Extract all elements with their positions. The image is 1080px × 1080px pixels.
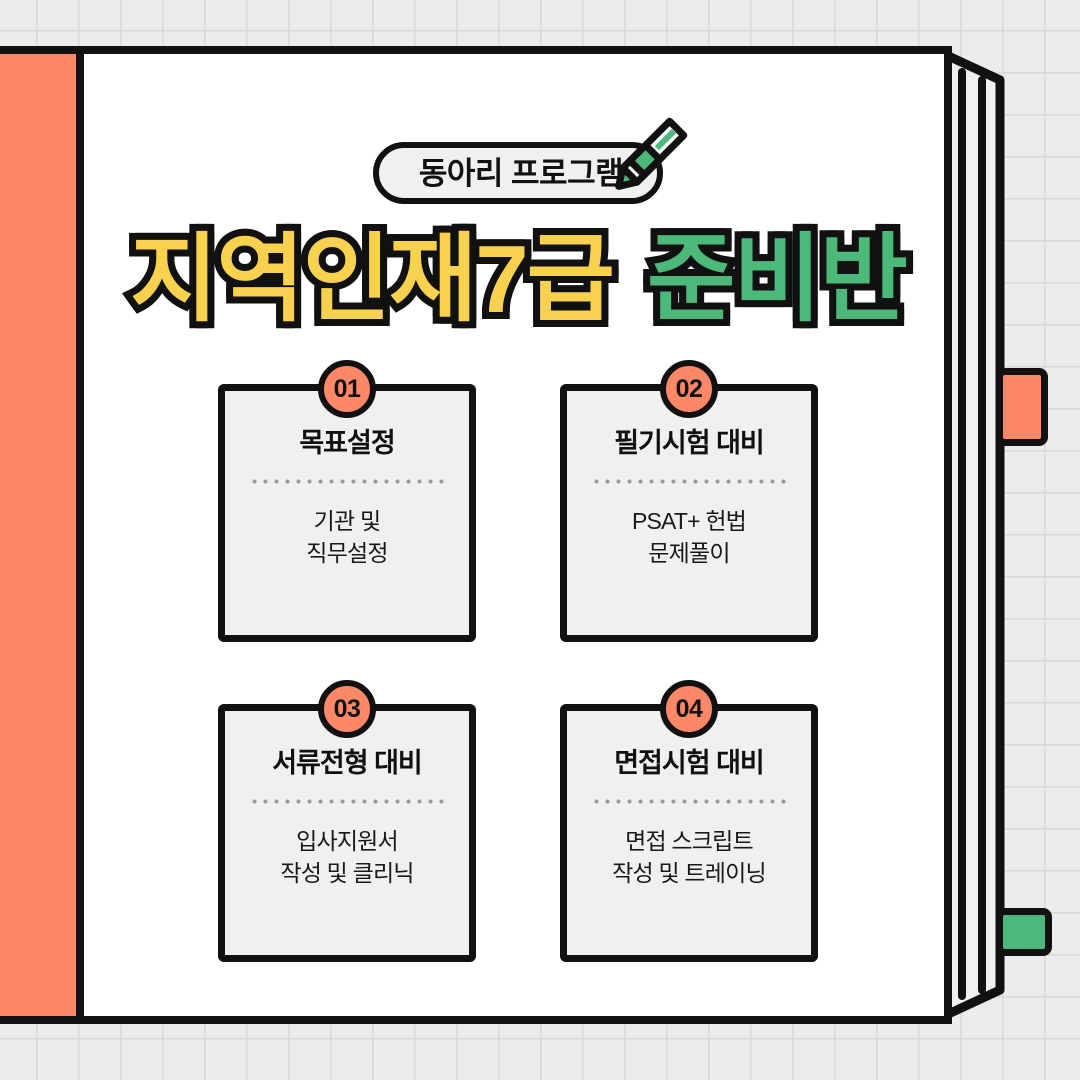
step-card-grid: 01 목표설정 기관 및 직무설정 02 필기시험 대비 PSAT+ 헌법 문제…	[92, 360, 944, 962]
step-card-title: 서류전형 대비	[272, 748, 423, 778]
dotted-divider	[591, 479, 787, 485]
step-number-badge: 04	[660, 680, 718, 738]
step-card-description: 면접 스크립트 작성 및 트레이닝	[612, 828, 767, 887]
step-number-badge: 03	[318, 680, 376, 738]
bookmark-tab-orange[interactable]	[996, 368, 1048, 446]
title-secondary: 준비반	[640, 225, 915, 335]
step-card-description: PSAT+ 헌법 문제풀이	[631, 508, 747, 567]
step-card[interactable]: 01 목표설정 기관 및 직무설정	[218, 360, 476, 642]
step-card-description: 입사지원서 작성 및 클리닉	[280, 828, 414, 887]
paper-sheet: 동아리 프로그램	[0, 46, 952, 1024]
step-number-badge: 02	[660, 360, 718, 418]
poster-title: 지역인재7급 준비반	[92, 225, 944, 335]
program-badge-label: 동아리 프로그램	[418, 155, 624, 191]
step-card-description: 기관 및 직무설정	[306, 508, 388, 567]
poster-content: 동아리 프로그램	[92, 54, 944, 1016]
bookmark-tab-green[interactable]	[996, 908, 1052, 956]
step-card-title: 면접시험 대비	[614, 748, 765, 778]
step-card[interactable]: 03 서류전형 대비 입사지원서 작성 및 클리닉	[218, 680, 476, 962]
sidebar-strip	[0, 54, 84, 1016]
dotted-divider	[591, 799, 787, 805]
dotted-divider	[249, 799, 445, 805]
program-badge: 동아리 프로그램	[372, 117, 688, 204]
step-card-title: 목표설정	[299, 428, 395, 458]
step-card[interactable]: 02 필기시험 대비 PSAT+ 헌법 문제풀이	[560, 360, 818, 642]
badge-row: 동아리 프로그램	[92, 117, 944, 204]
step-card[interactable]: 04 면접시험 대비 면접 스크립트 작성 및 트레이닝	[560, 680, 818, 962]
title-primary: 지역인재7급	[123, 225, 622, 335]
step-card-title: 필기시험 대비	[614, 428, 765, 458]
dotted-divider	[249, 479, 445, 485]
step-number-badge: 01	[318, 360, 376, 418]
